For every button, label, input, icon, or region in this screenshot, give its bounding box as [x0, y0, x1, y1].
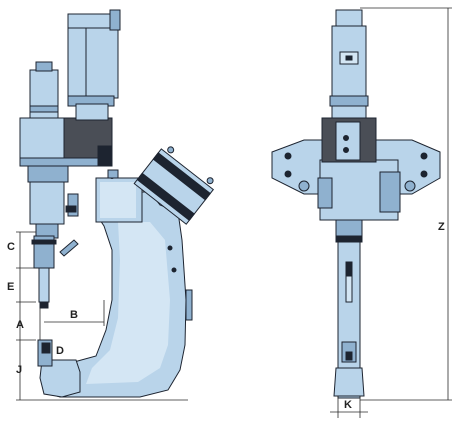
- front-gearbox-pin: [343, 135, 349, 141]
- front-view: [271, 9, 441, 399]
- dim-label-z: Z: [438, 221, 445, 233]
- mount-block-face: [100, 182, 136, 218]
- actuator-cap: [35, 61, 53, 72]
- lower-jaw: [39, 359, 81, 398]
- angled-unit-band: [152, 152, 211, 201]
- front-housing-side-left: [317, 177, 333, 209]
- upper-electrode-tip: [39, 301, 49, 309]
- actuator-band: [29, 105, 59, 113]
- front-arm-slot-2: [345, 275, 353, 303]
- angled-unit-bolt: [206, 177, 214, 185]
- servo-motor-body: [67, 25, 119, 99]
- front-gearbox-center: [335, 121, 361, 161]
- gearbox-cap: [97, 145, 113, 167]
- front-lower-electrode-tip: [345, 351, 353, 361]
- dim-label-k: K: [344, 399, 352, 411]
- angled-unit-body: [133, 148, 215, 225]
- front-housing-side: [379, 171, 401, 213]
- front-view-dimensions: [330, 7, 452, 418]
- angled-unit-bolt: [167, 146, 175, 154]
- upper-electrode-shaft: [38, 267, 50, 303]
- flange-boss: [404, 180, 416, 192]
- gearbox-front: [19, 117, 65, 165]
- frame-hole: [167, 245, 173, 251]
- dim-label-a: A: [16, 319, 24, 331]
- angled-unit: [133, 146, 215, 225]
- frame-hole: [171, 267, 177, 273]
- front-motor-top: [335, 9, 363, 27]
- flange-hole: [420, 170, 428, 178]
- side-view-dimensions: [16, 231, 188, 401]
- front-motor-window-dot: [345, 55, 353, 61]
- angled-unit-band-2: [136, 172, 195, 221]
- flange-hole: [284, 152, 292, 160]
- servo-motor-connector: [109, 9, 121, 31]
- shunt-lever: [59, 239, 79, 257]
- front-arm-foot: [333, 367, 365, 397]
- mount-plate: [107, 169, 119, 179]
- dim-label-e: E: [7, 281, 14, 293]
- c-frame-inner: [86, 222, 170, 384]
- servo-motor-top: [67, 13, 111, 29]
- frame-terminal-2: [65, 205, 77, 213]
- flange-hole: [284, 170, 292, 178]
- lower-electrode-tip: [41, 342, 51, 354]
- frame-terminal: [67, 193, 79, 217]
- servo-motor-base: [75, 103, 109, 121]
- side-bracket: [185, 289, 193, 321]
- cylinder-lower: [29, 179, 65, 225]
- flange-boss: [298, 180, 310, 192]
- front-column-ring: [335, 235, 363, 243]
- front-gearbox-pin: [343, 147, 349, 153]
- front-motor-flange: [329, 95, 369, 107]
- flange-hole: [420, 152, 428, 160]
- dim-label-c: C: [7, 241, 15, 253]
- dim-label-j: J: [16, 364, 22, 376]
- front-column: [335, 219, 363, 237]
- upper-electrode-ring: [31, 239, 57, 245]
- dim-label-d: D: [56, 345, 64, 357]
- column-upper-body: [27, 165, 69, 183]
- dim-label-b: B: [70, 309, 78, 321]
- side-view: [19, 9, 215, 398]
